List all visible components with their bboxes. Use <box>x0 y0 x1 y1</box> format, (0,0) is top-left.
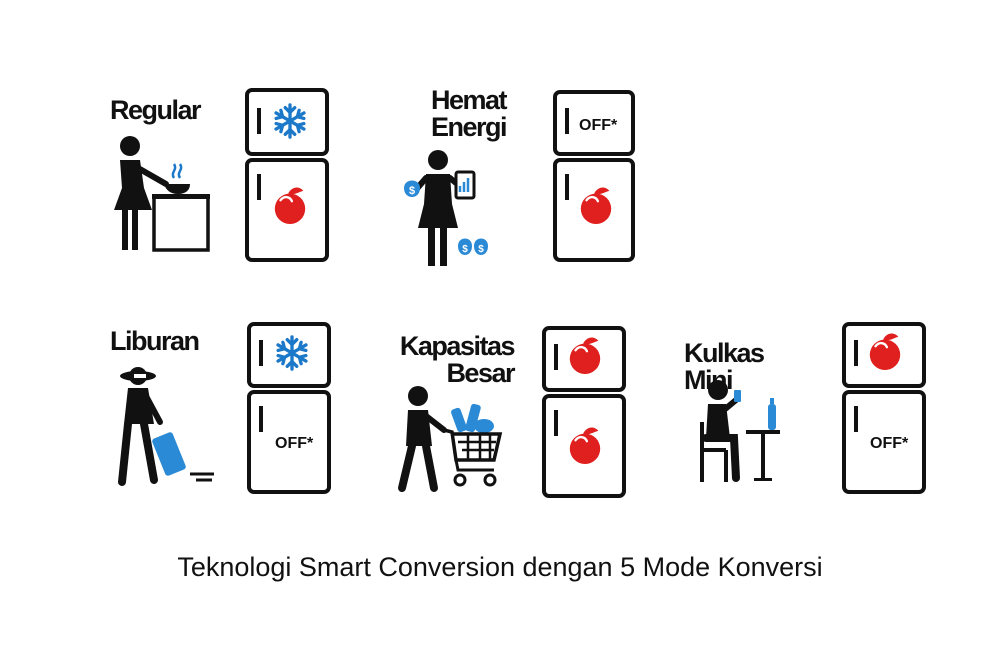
person-traveling-icon <box>118 367 214 486</box>
mode-label-kapasitas-besar: Kapasitas Besar <box>386 331 516 388</box>
mode-label-hemat: Hemat <box>430 85 508 115</box>
fridge-liburan: OFF* <box>247 322 331 494</box>
mode-label-regular: Regular <box>110 95 202 125</box>
off-text: OFF* <box>275 435 314 452</box>
mode-label-liburan: Liburan <box>110 326 200 356</box>
mode-label-besar: Besar <box>446 358 515 388</box>
person-shopping-icon <box>398 386 503 492</box>
person-dining-icon <box>700 380 780 482</box>
svg-text:$: $ <box>478 244 484 255</box>
fridge-kapasitas-besar <box>542 326 626 498</box>
fridge-regular <box>245 88 329 262</box>
mode-label-hemat-energi: Hemat Energi <box>400 85 508 142</box>
person-cooking-icon <box>114 136 210 252</box>
mode-label-energi: Energi <box>430 112 508 142</box>
svg-text:$: $ <box>462 244 468 255</box>
fridge-kulkas-mini: OFF* <box>842 322 926 494</box>
person-saving-icon: $ $ $ <box>404 150 488 266</box>
off-text: OFF* <box>579 117 618 134</box>
off-text: OFF* <box>870 435 909 452</box>
caption: Teknologi Smart Conversion dengan 5 Mode… <box>177 552 823 582</box>
fridge-hemat-energi: OFF* <box>553 90 635 262</box>
svg-text:$: $ <box>409 185 415 197</box>
mode-label-kapasitas: Kapasitas <box>399 331 516 361</box>
